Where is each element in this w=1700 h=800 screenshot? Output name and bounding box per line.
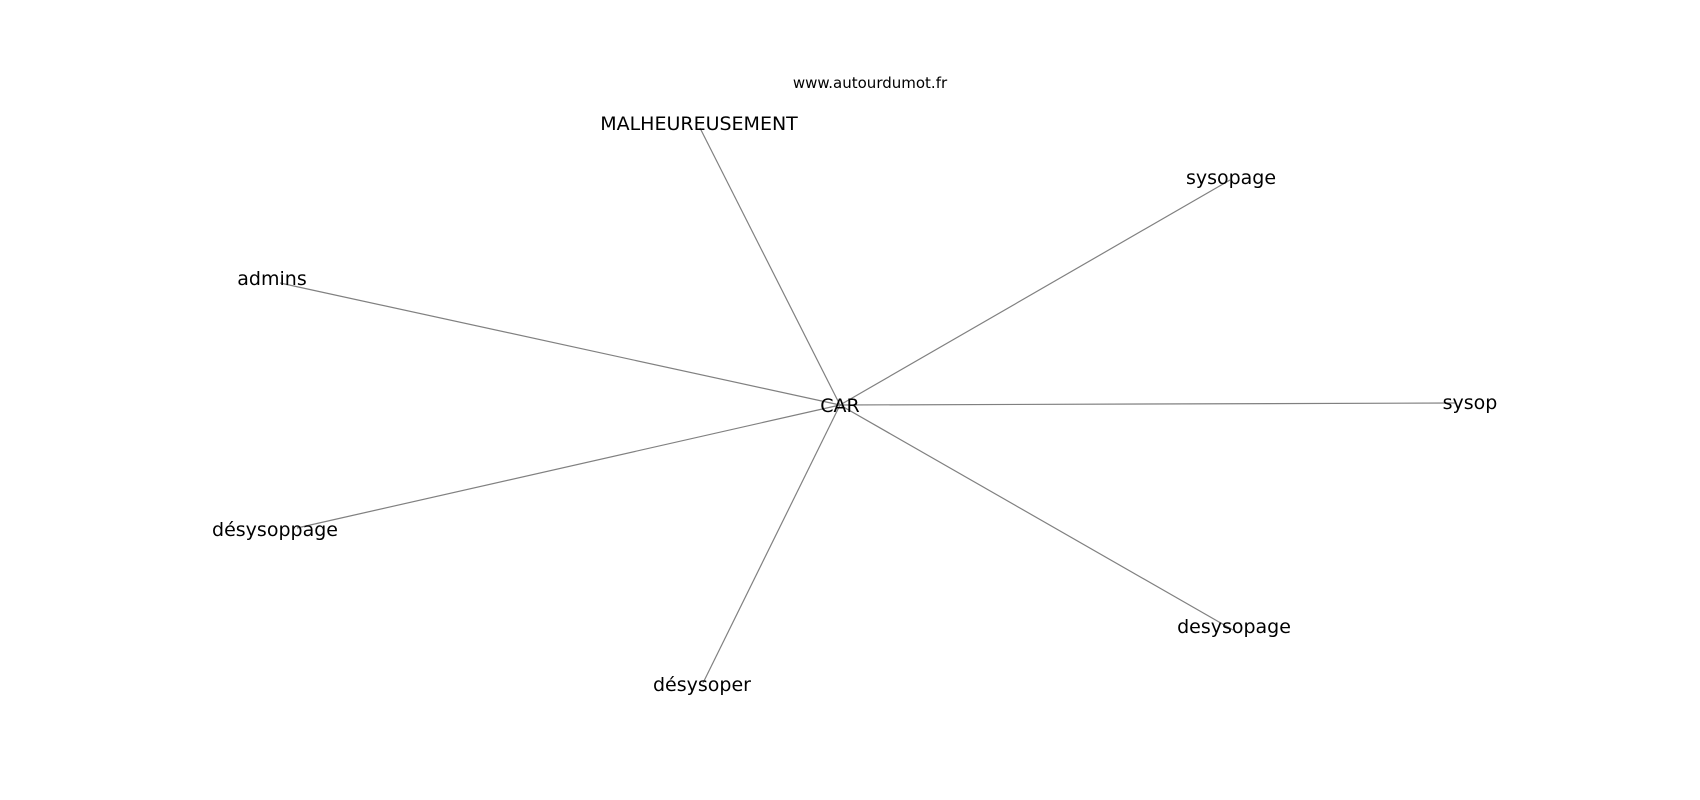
node-desysoper[interactable]: désysoper [653, 674, 751, 696]
edge-sysop [839, 402, 1456, 406]
edges [279, 127, 1456, 684]
node-sysop[interactable]: sysop [1443, 392, 1498, 414]
node-sysopage[interactable]: sysopage [1186, 167, 1276, 189]
edge-desysoper [702, 404, 841, 684]
edge-sysopage [839, 179, 1231, 406]
node-malheureusement[interactable]: MALHEUREUSEMENT [600, 113, 798, 135]
node-desysopage[interactable]: desysopage [1177, 616, 1291, 638]
node-desysoppage[interactable]: désysoppage [212, 519, 338, 541]
watermark: www.autourdumot.fr [793, 74, 948, 92]
edge-malheureusement [699, 127, 841, 406]
node-center[interactable]: CAR [820, 395, 859, 417]
node-admins[interactable]: admins [237, 268, 306, 290]
edge-admins [279, 282, 841, 406]
edge-desysopage [839, 404, 1234, 631]
nodes: CAR MALHEUREUSEMENT sysopage admins syso… [212, 113, 1497, 696]
edge-desysoppage [296, 404, 841, 529]
